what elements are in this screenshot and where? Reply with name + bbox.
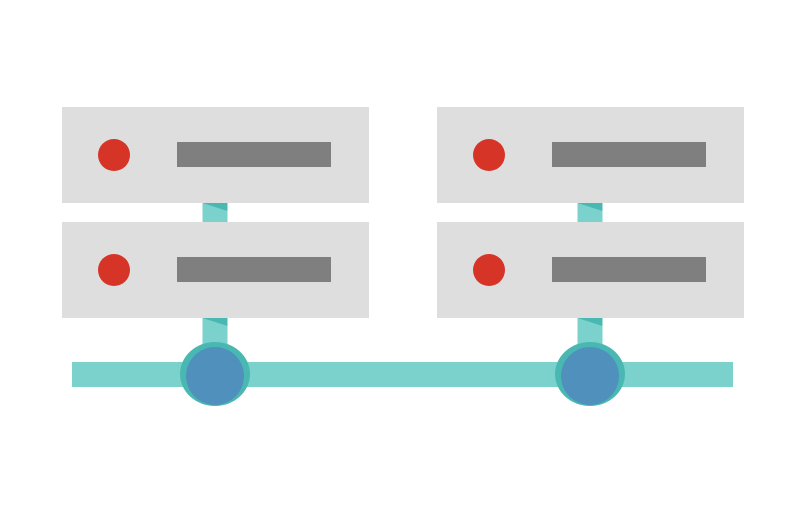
drive-slot: [177, 142, 331, 167]
connector-shadow: [202, 203, 228, 211]
connector-shadow: [577, 318, 603, 326]
network-bus: [72, 362, 733, 387]
drive-slot: [552, 257, 706, 282]
status-led-icon: [473, 139, 505, 171]
drive-slot: [177, 257, 331, 282]
drive-slot: [552, 142, 706, 167]
connector-shadow: [577, 203, 603, 211]
connector-shadow: [202, 318, 228, 326]
status-led-icon: [98, 254, 130, 286]
network-node-icon: [561, 347, 619, 405]
status-led-icon: [98, 139, 130, 171]
network-node-icon: [186, 347, 244, 405]
status-led-icon: [473, 254, 505, 286]
